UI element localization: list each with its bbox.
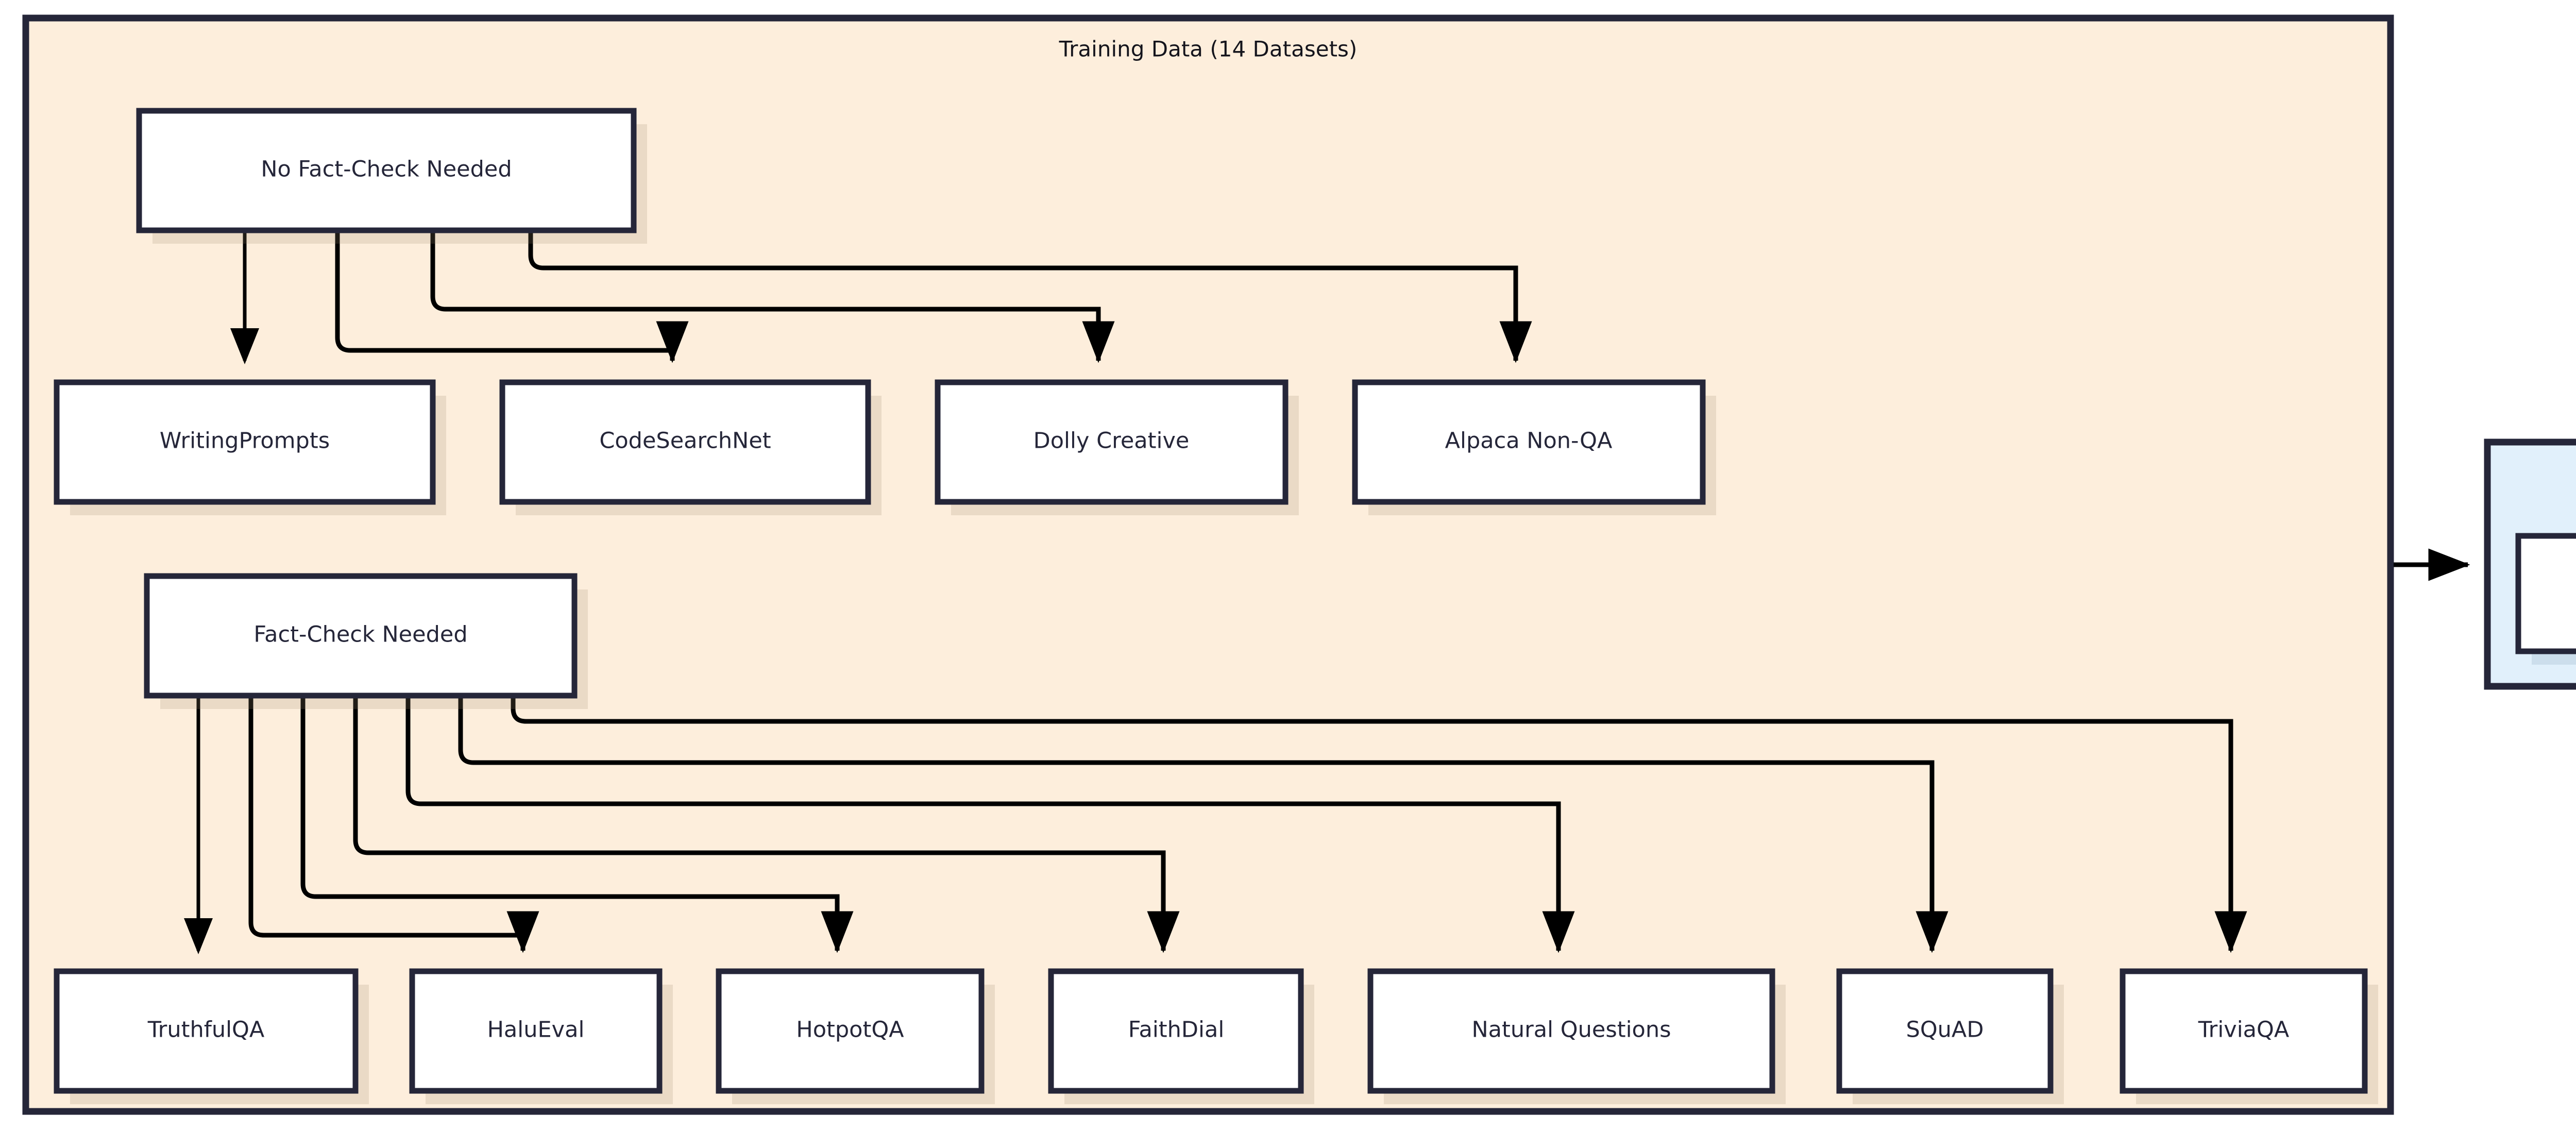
node-box[interactable] [54, 968, 359, 1094]
node-fact-check-needed[interactable]: Fact-Check Needed [144, 573, 588, 709]
edge-no-fact-check-to-codesearchnet [335, 230, 689, 363]
node-no-fact-check-needed[interactable]: No Fact-Check Needed [136, 108, 647, 244]
node-label: Dolly Creative [1033, 428, 1190, 454]
edge-fact-check-to-faithdial [353, 696, 1180, 953]
node-natural-questions[interactable]: Natural Questions [1367, 968, 1786, 1104]
node-squad[interactable]: SQuAD [1836, 968, 2064, 1104]
node-box[interactable] [1048, 968, 1304, 1094]
node-writingprompts[interactable]: WritingPrompts [54, 379, 446, 515]
node-dolly-creative[interactable]: Dolly Creative [935, 379, 1299, 515]
node-box[interactable] [935, 379, 1289, 505]
edges-fact-check [184, 696, 2247, 954]
node-label: Natural Questions [1472, 1017, 1671, 1043]
node-label: No Fact-Check Needed [261, 157, 512, 182]
node-box[interactable] [1352, 379, 1706, 505]
node-triviaqa[interactable]: TriviaQA [2120, 968, 2378, 1104]
edges-no-fact-check [230, 230, 1532, 364]
edge-fact-check-to-squad [458, 696, 1948, 953]
node-box[interactable] [2120, 968, 2368, 1094]
node-box[interactable] [716, 968, 985, 1094]
node-truthfulqa[interactable]: TruthfulQA [54, 968, 369, 1104]
node-label: HotpotQA [796, 1017, 904, 1043]
node-hotpotqa[interactable]: HotpotQA [716, 968, 995, 1104]
node-box[interactable] [1836, 968, 2054, 1094]
edge-fact-check-to-natural-questions [405, 696, 1575, 953]
edge-fact-check-to-halueval [248, 696, 539, 953]
edge-fact-check-to-triviaqa [511, 696, 2247, 953]
node-label: Fact-Check Needed [253, 622, 467, 648]
node-box[interactable] [409, 968, 663, 1094]
node-label: WritingPrompts [160, 428, 330, 454]
training-data-title: Training Data (14 Datasets) [1059, 37, 1358, 62]
node-box[interactable] [136, 108, 637, 233]
node-label: TriviaQA [2198, 1017, 2290, 1043]
node-modernbert-base[interactable]: ModernBERT Base [2515, 533, 2576, 665]
node-label: HaluEval [487, 1017, 585, 1043]
node-box[interactable] [144, 573, 578, 699]
node-halueval[interactable]: HaluEval [409, 968, 673, 1104]
node-label: SQuAD [1906, 1017, 1984, 1043]
node-faithdial[interactable]: FaithDial [1048, 968, 1314, 1104]
edge-no-fact-check-to-alpaca-non-qa [528, 230, 1532, 363]
node-label: CodeSearchNet [599, 428, 771, 454]
node-box[interactable] [2515, 533, 2576, 654]
node-label: Alpaca Non-QA [1445, 428, 1613, 454]
node-alpaca-non-qa[interactable]: Alpaca Non-QA [1352, 379, 1716, 515]
node-box[interactable] [499, 379, 871, 505]
node-codesearchnet[interactable]: CodeSearchNet [499, 379, 882, 515]
node-label: FaithDial [1128, 1017, 1225, 1043]
node-box[interactable] [1367, 968, 1775, 1094]
node-label: TruthfulQA [147, 1017, 265, 1043]
edge-fact-check-to-hotpotqa [300, 696, 854, 953]
node-box[interactable] [54, 379, 436, 505]
edge-no-fact-check-to-dolly-creative [430, 230, 1115, 363]
